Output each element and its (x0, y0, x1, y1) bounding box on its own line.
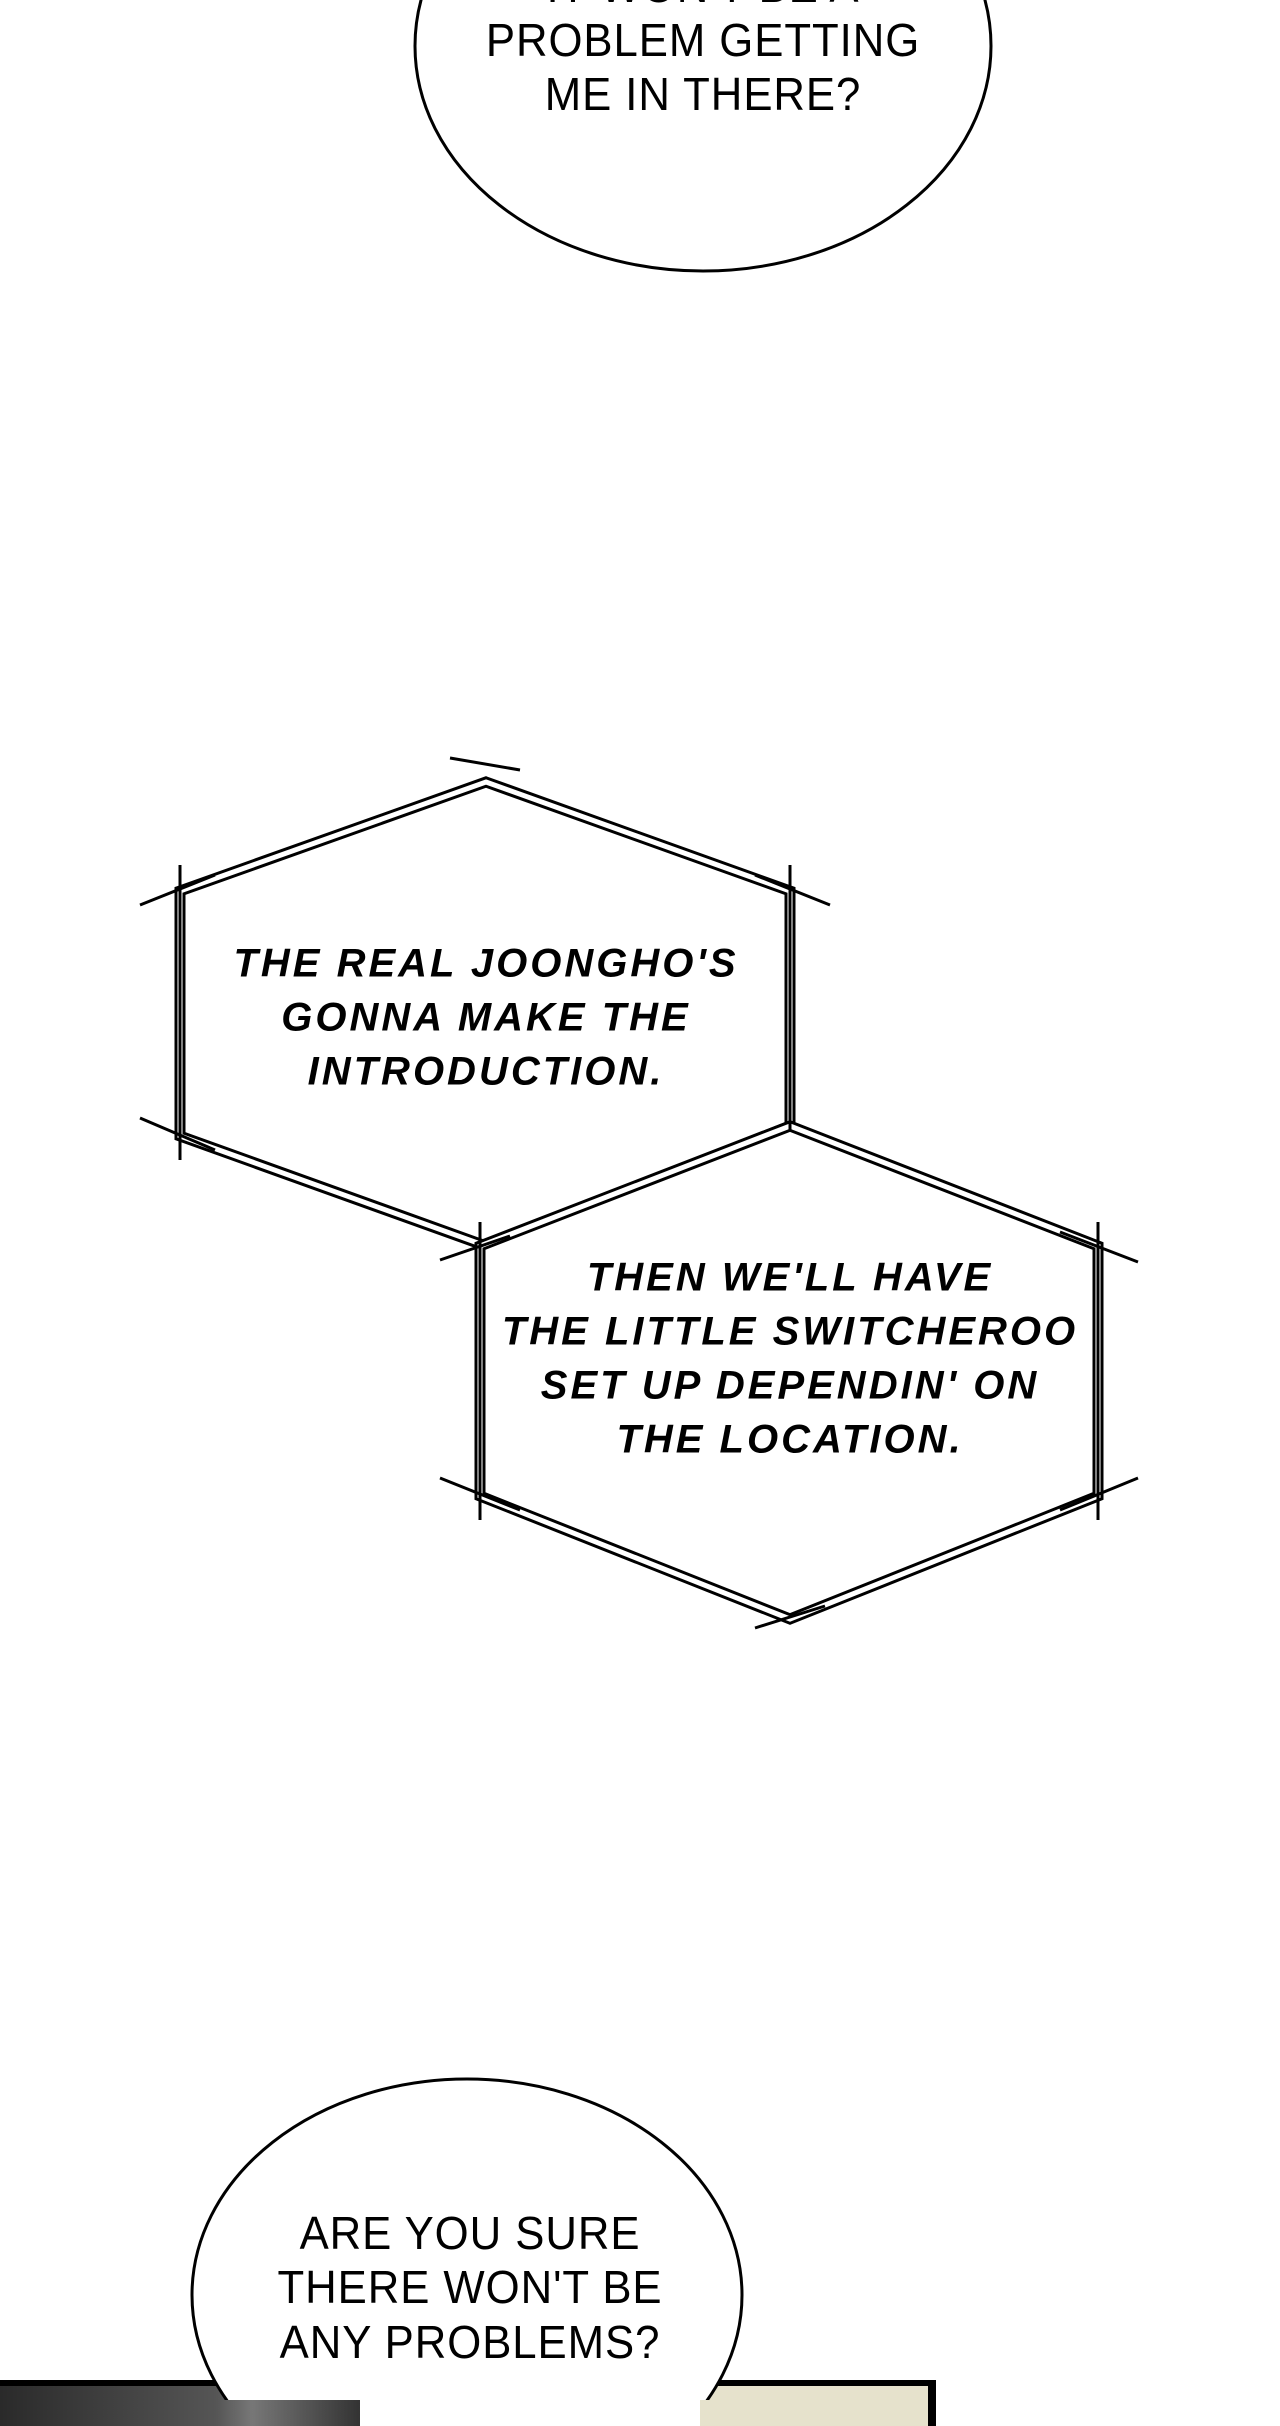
bottom-speech-bubble (190, 2077, 744, 2400)
top-bubble-line: PROBLEM GETTING (485, 14, 921, 66)
hex-box-1-line: INTRODUCTION. (307, 1049, 665, 1094)
top-bubble-line: ME IN THERE? (544, 68, 862, 120)
hex-box-1-line: THE REAL JOONGHO'S (233, 941, 739, 986)
top-bubble-line: IT WON'T BE A (547, 0, 860, 13)
hex-box-2-line: THE LITTLE SWITCHEROO (501, 1309, 1079, 1354)
bottom-bubble-line: THERE WON'T BE (277, 2261, 663, 2313)
hex-box-2-line: SET UP DEPENDIN' ON (540, 1363, 1040, 1408)
top-speech-bubble (413, 0, 993, 273)
bottom-bubble-line: ANY PROBLEMS? (279, 2316, 661, 2368)
bottom-bubble-line: ARE YOU SURE (299, 2207, 641, 2259)
hex-box-2-line: THE LOCATION. (616, 1417, 964, 1462)
hex-box-1-line: GONNA MAKE THE (281, 995, 691, 1040)
frame-corner-ticks (139, 756, 1139, 1630)
hex-box-2-line: THEN WE'LL HAVE (586, 1255, 994, 1300)
